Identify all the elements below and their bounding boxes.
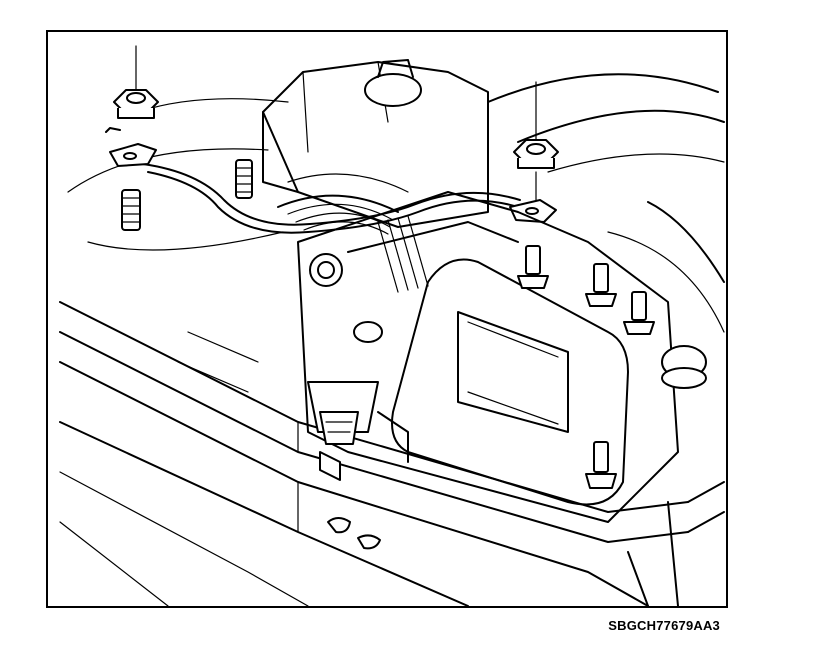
bracket-stud [585, 263, 617, 307]
side-bushing [661, 345, 707, 389]
background-contours [67, 73, 725, 333]
bracket-stud [585, 441, 617, 489]
engine-block [262, 59, 489, 235]
right-cable-terminal [509, 199, 557, 223]
center-stud [235, 159, 253, 199]
ground-cable [142, 163, 521, 234]
left-stud [121, 189, 141, 231]
mount-bracket [297, 191, 679, 523]
bracket-stud [623, 291, 655, 335]
bracket-ribs [377, 215, 429, 293]
left-mounting-nut [113, 45, 159, 119]
bracket-stud [517, 245, 549, 289]
figure-reference-code: SBGCH77679AA3 [608, 618, 720, 633]
lower-mount [307, 381, 379, 445]
engine-bay-illustration [59, 45, 725, 606]
left-cable-terminal [105, 127, 157, 167]
illustration-frame [46, 30, 728, 608]
crossmember [59, 301, 725, 606]
bracket-studs [517, 245, 707, 489]
right-mounting-nut [513, 81, 559, 203]
